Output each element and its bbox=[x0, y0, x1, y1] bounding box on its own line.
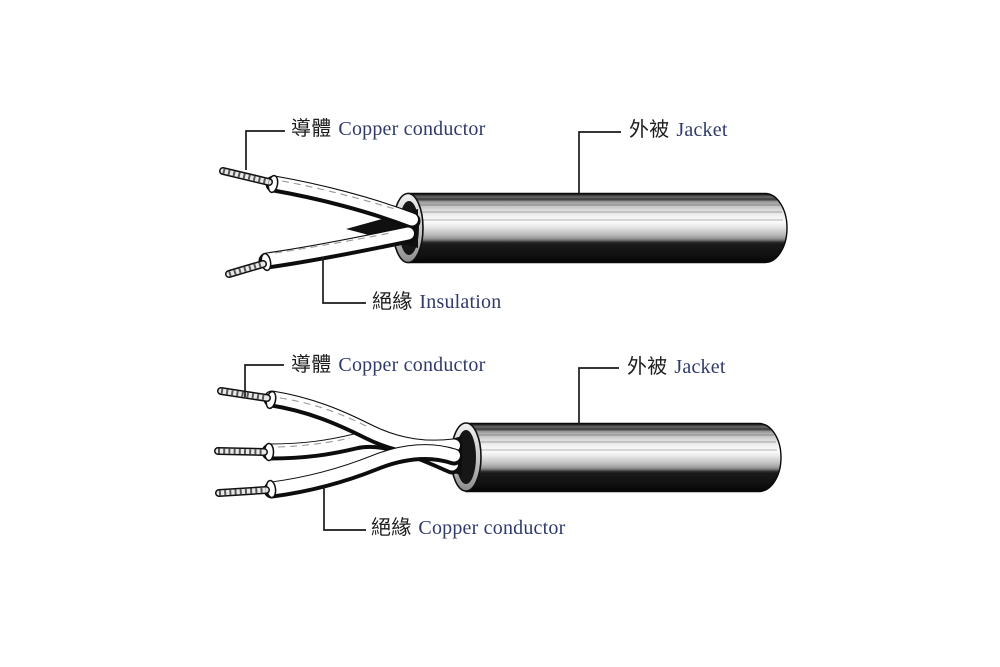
bottom-cable-jacket-machining-lines bbox=[470, 429, 777, 451]
top-wire-lower-bare-conductor bbox=[225, 260, 267, 278]
leader-top-conductor bbox=[245, 130, 285, 170]
label-bottom-copper-conductor: 導體 Copper conductor bbox=[291, 353, 485, 377]
top-cable-jacket-machining-lines bbox=[412, 199, 783, 221]
top-cable-illustration bbox=[219, 167, 788, 278]
label-bottom-insulation-en: Copper conductor bbox=[418, 517, 566, 539]
top-cable-wire-upper bbox=[265, 175, 421, 230]
top-cable-jacket bbox=[407, 192, 788, 264]
leader-bottom-insulation bbox=[323, 487, 366, 531]
top-cable-wire-lower bbox=[258, 226, 417, 270]
bottom-cable-illustration bbox=[214, 387, 782, 499]
label-bottom-jacket-zh: 外被 bbox=[627, 356, 668, 378]
bottom-cable-jacket bbox=[465, 422, 782, 493]
top-wire-upper-bare-conductor bbox=[219, 167, 273, 186]
label-bottom-insulation-zh: 絕緣 bbox=[371, 517, 412, 539]
label-top-copper-conductor-zh: 導體 bbox=[291, 118, 332, 140]
leader-top-insulation bbox=[322, 257, 366, 304]
leader-bottom-jacket bbox=[578, 367, 619, 424]
label-top-copper-conductor: 導體 Copper conductor bbox=[291, 117, 485, 141]
label-top-jacket: 外被 Jacket bbox=[629, 118, 728, 142]
bottom-wire-middle-bare-conductor bbox=[214, 447, 268, 456]
label-bottom-jacket: 外被 Jacket bbox=[627, 355, 726, 379]
label-top-copper-conductor-en: Copper conductor bbox=[338, 118, 486, 140]
label-top-insulation-zh: 絕緣 bbox=[372, 291, 413, 313]
label-bottom-insulation: 絕緣 Copper conductor bbox=[371, 516, 565, 540]
label-top-insulation-en: Insulation bbox=[419, 291, 502, 313]
bottom-cable-wire-bottom bbox=[263, 444, 463, 499]
leader-lines bbox=[244, 130, 621, 531]
bottom-wire-bottom-bare-conductor bbox=[215, 486, 270, 497]
label-bottom-copper-conductor-zh: 導體 bbox=[291, 354, 332, 376]
label-top-jacket-en: Jacket bbox=[676, 119, 728, 141]
bottom-wire-top-bare-conductor bbox=[217, 387, 271, 402]
label-top-insulation: 絕緣 Insulation bbox=[372, 290, 501, 314]
label-top-jacket-zh: 外被 bbox=[629, 119, 670, 141]
label-bottom-jacket-en: Jacket bbox=[674, 356, 726, 378]
label-bottom-copper-conductor-en: Copper conductor bbox=[338, 354, 486, 376]
leader-top-jacket bbox=[578, 131, 621, 195]
leader-bottom-conductor bbox=[244, 364, 284, 397]
